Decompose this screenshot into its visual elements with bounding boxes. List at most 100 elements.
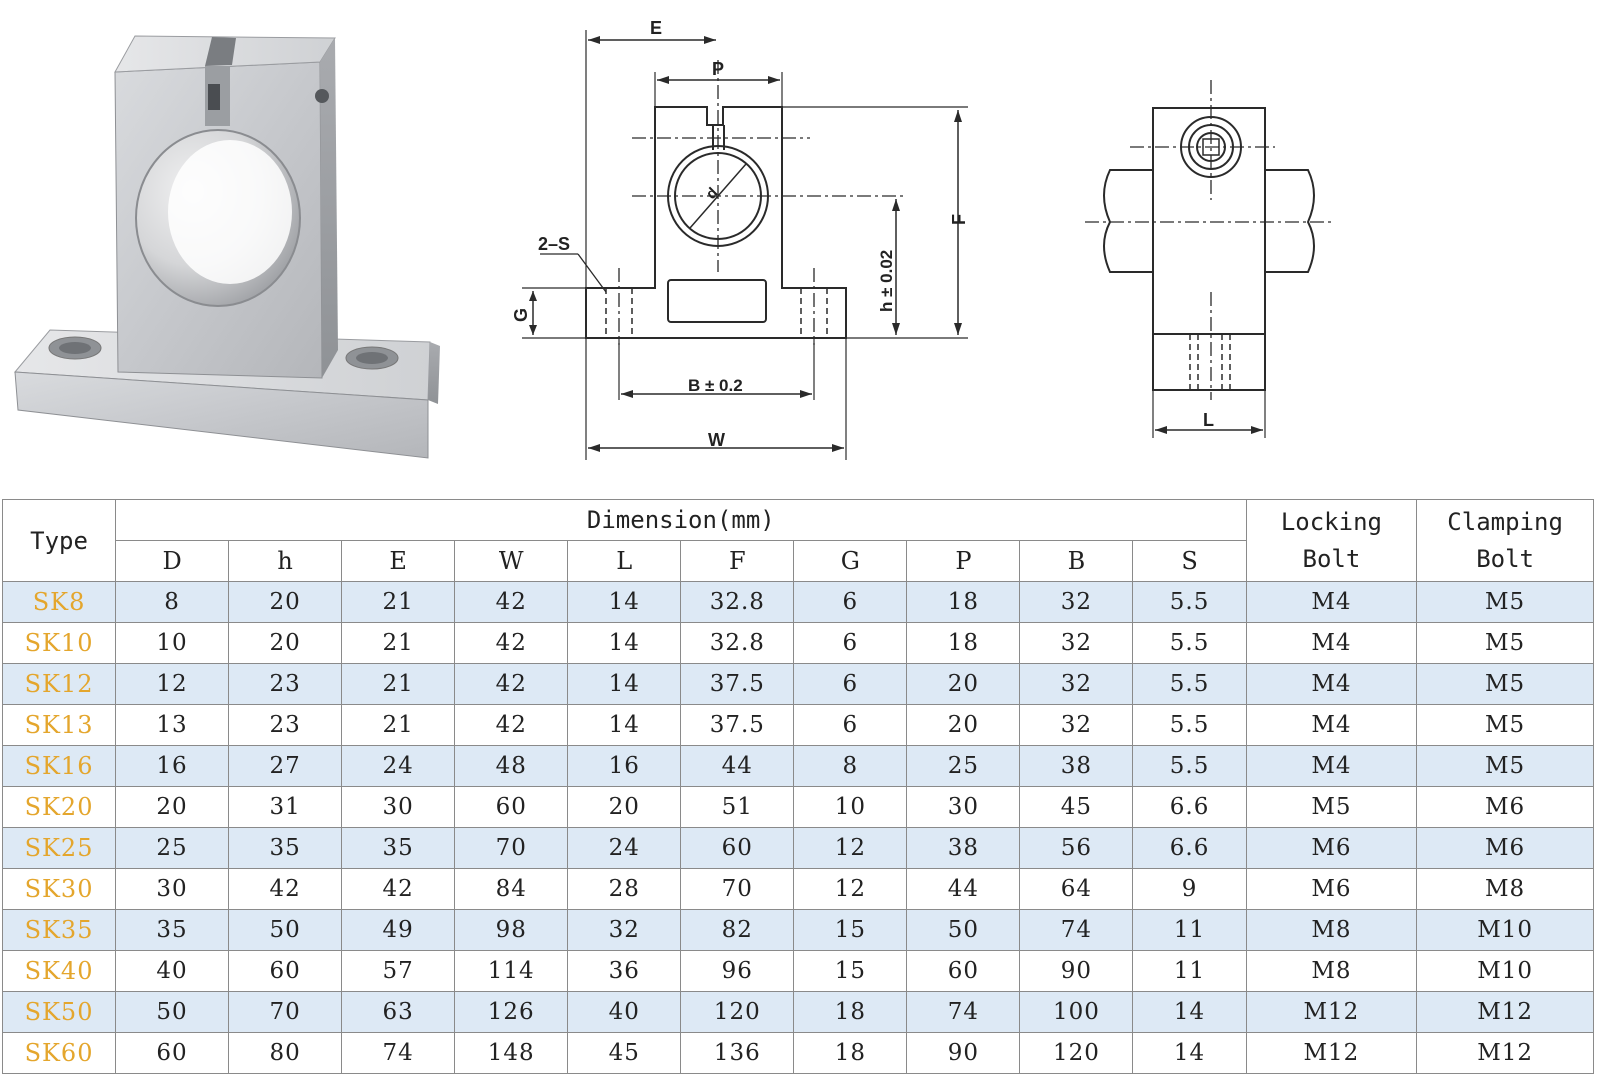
table-cell: 60	[906, 950, 1021, 992]
table-cell: 32	[1019, 622, 1134, 664]
table-cell: 80	[228, 1032, 343, 1074]
table-cell: 13	[115, 704, 230, 746]
table-cell: 74	[906, 991, 1021, 1033]
column-header: h	[228, 540, 343, 582]
label-G: G	[511, 308, 531, 322]
table-cell: 27	[228, 745, 343, 787]
table-cell: M5	[1416, 622, 1594, 664]
table-cell: 42	[454, 704, 569, 746]
table-cell: 42	[454, 663, 569, 705]
table-cell: 44	[680, 745, 795, 787]
table-cell: M4	[1245, 622, 1418, 664]
table-cell: 28	[567, 868, 682, 910]
table-cell: M12	[1416, 1032, 1594, 1074]
front-view-drawing	[522, 30, 968, 460]
table-cell: 14	[1132, 991, 1247, 1033]
table-cell: 14	[1132, 1032, 1247, 1074]
table-cell: 5.5	[1132, 622, 1247, 664]
column-header: E	[341, 540, 456, 582]
table-cell: M4	[1245, 704, 1418, 746]
table-cell: M6	[1245, 868, 1418, 910]
table-cell: 21	[341, 663, 456, 705]
table-cell: M12	[1245, 1032, 1418, 1074]
table-cell: M8	[1245, 950, 1418, 992]
label-B: B ± 0.2	[688, 376, 743, 395]
table-cell: 18	[793, 991, 908, 1033]
table-cell: 50	[115, 991, 230, 1033]
table-cell: 42	[341, 868, 456, 910]
table-cell: 38	[1019, 745, 1134, 787]
label-F: F	[949, 214, 969, 225]
table-cell: 25	[906, 745, 1021, 787]
table-cell: 90	[906, 1032, 1021, 1074]
table-cell: 32	[1019, 663, 1134, 705]
header-locking-line1: Locking	[1280, 507, 1382, 536]
table-cell: 56	[1019, 827, 1134, 869]
table-cell: 21	[341, 581, 456, 623]
header-locking-bolt: Locking Bolt	[1245, 499, 1418, 582]
table-cell: 20	[906, 704, 1021, 746]
table-cell: 90	[1019, 950, 1134, 992]
type-cell: SK12	[1, 663, 117, 705]
table-cell: 74	[1019, 909, 1134, 951]
table-cell: 51	[680, 786, 795, 828]
table-cell: 32	[1019, 581, 1134, 623]
table-cell: 35	[341, 827, 456, 869]
table-cell: 23	[228, 704, 343, 746]
label-P: P	[712, 59, 724, 79]
table-cell: 70	[228, 991, 343, 1033]
type-cell: SK60	[1, 1032, 117, 1074]
table-cell: 36	[567, 950, 682, 992]
table-cell: 63	[341, 991, 456, 1033]
table-cell: 48	[454, 745, 569, 787]
table-cell: 18	[906, 581, 1021, 623]
table-cell: 8	[115, 581, 230, 623]
table-cell: M5	[1416, 581, 1594, 623]
table-cell: 18	[793, 1032, 908, 1074]
table-cell: 6.6	[1132, 786, 1247, 828]
table-cell: 60	[680, 827, 795, 869]
figure-svg: E P F h ± 0.02 G 2–S B ± 0.2 W d	[13, 18, 1335, 460]
label-L: L	[1203, 410, 1214, 430]
header-locking-line2: Bolt	[1302, 544, 1361, 573]
table-cell: 114	[454, 950, 569, 992]
table-cell: 5.5	[1132, 745, 1247, 787]
column-header: L	[567, 540, 682, 582]
type-cell: SK35	[1, 909, 117, 951]
table-cell: 11	[1132, 950, 1247, 992]
label-E: E	[650, 18, 662, 38]
table-cell: 32.8	[680, 581, 795, 623]
table-cell: 14	[567, 581, 682, 623]
column-header: F	[680, 540, 795, 582]
table-cell: M12	[1416, 991, 1594, 1033]
table-cell: 25	[115, 827, 230, 869]
table-cell: 30	[906, 786, 1021, 828]
table-cell: M10	[1416, 950, 1594, 992]
table-cell: 49	[341, 909, 456, 951]
table-cell: 14	[567, 663, 682, 705]
type-cell: SK8	[1, 581, 117, 623]
table-cell: 9	[1132, 868, 1247, 910]
table-cell: 14	[567, 622, 682, 664]
table-cell: 82	[680, 909, 795, 951]
table-cell: 35	[228, 827, 343, 869]
table-cell: M12	[1245, 991, 1418, 1033]
table-cell: 20	[228, 581, 343, 623]
column-header: W	[454, 540, 569, 582]
table-cell: 74	[341, 1032, 456, 1074]
table-cell: 50	[228, 909, 343, 951]
table-cell: 148	[454, 1032, 569, 1074]
table-cell: 31	[228, 786, 343, 828]
table-cell: 100	[1019, 991, 1134, 1033]
table-cell: 6	[793, 581, 908, 623]
table-cell: 37.5	[680, 704, 795, 746]
table-cell: 96	[680, 950, 795, 992]
table-cell: 45	[567, 1032, 682, 1074]
table-cell: 60	[454, 786, 569, 828]
